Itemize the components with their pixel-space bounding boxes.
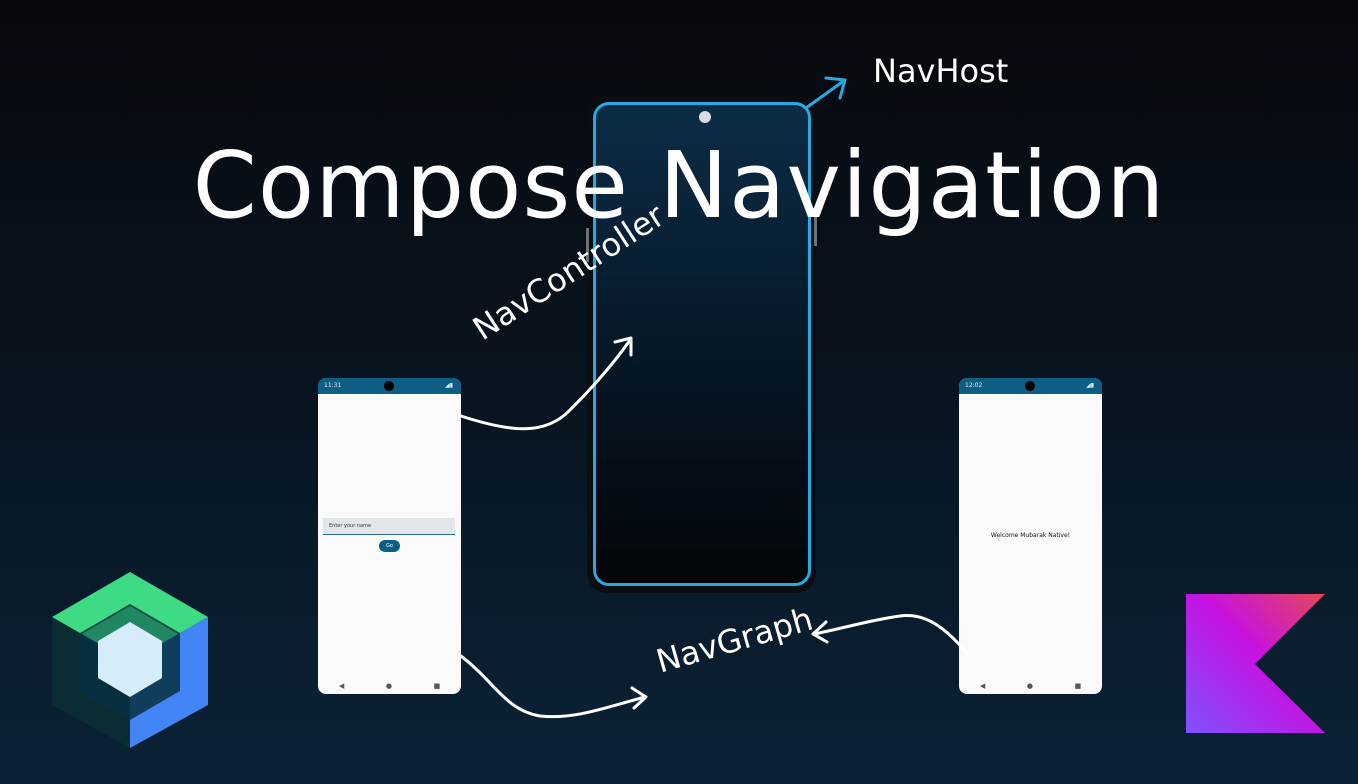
kotlin-logo-icon <box>1186 594 1325 733</box>
system-nav-bar: ◀ ● ■ <box>318 678 461 694</box>
navcontroller-arrow <box>459 336 633 431</box>
navhost-screen <box>593 102 811 586</box>
front-camera-icon <box>1025 381 1035 391</box>
navhost-phone <box>586 96 817 593</box>
phone-side-button <box>586 228 589 262</box>
status-time: 12:02 <box>965 382 983 389</box>
status-bar: 12:02 ◢▮ <box>959 378 1102 394</box>
status-time: 11:31 <box>324 382 342 389</box>
welcome-message: Welcome Mubarak Native! <box>990 532 1071 539</box>
back-icon[interactable]: ◀ <box>979 682 986 690</box>
go-button[interactable]: Go <box>379 540 400 552</box>
home-icon[interactable]: ● <box>1026 682 1033 690</box>
phone-side-button <box>814 212 817 246</box>
back-icon[interactable]: ◀ <box>338 682 345 690</box>
navgraph-arrow-out <box>811 614 970 656</box>
welcome-screen-phone: 12:02 ◢▮ Welcome Mubarak Native! ◀ ● ■ <box>959 378 1102 694</box>
home-icon[interactable]: ● <box>385 682 392 690</box>
front-camera-icon <box>384 381 394 391</box>
navhost-label: NavHost <box>873 52 1009 90</box>
navhost-arrow <box>804 76 847 110</box>
front-camera-icon <box>699 111 711 123</box>
system-nav-bar: ◀ ● ■ <box>959 678 1102 694</box>
navgraph-arrow-in <box>459 654 648 719</box>
name-input[interactable]: Enter your name <box>323 518 455 535</box>
recents-icon[interactable]: ■ <box>1074 682 1082 690</box>
status-bar: 11:31 ◢▮ <box>318 378 461 394</box>
battery-icon: ◢▮ <box>445 382 453 389</box>
page-title: Compose Navigation <box>192 132 1166 239</box>
jetpack-compose-logo-icon <box>52 572 208 748</box>
recents-icon[interactable]: ■ <box>433 682 441 690</box>
input-screen-phone: 11:31 ◢▮ Enter your name Go ◀ ● ■ <box>318 378 461 694</box>
battery-icon: ◢▮ <box>1086 382 1094 389</box>
